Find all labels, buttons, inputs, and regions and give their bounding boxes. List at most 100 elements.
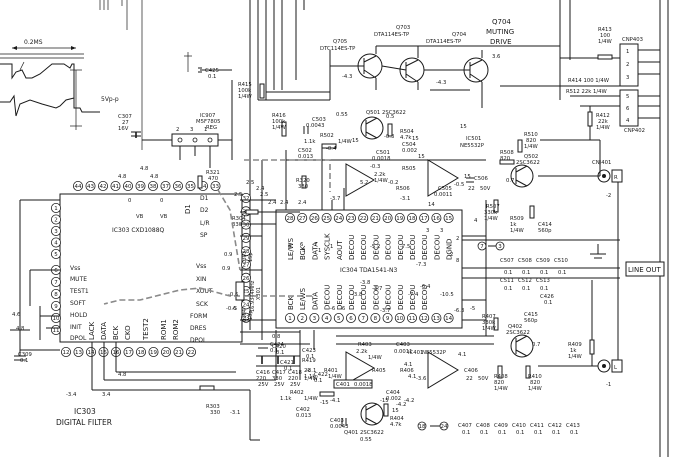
c426-ref: C426 xyxy=(540,294,554,300)
ic303-pin-d1: D1 xyxy=(200,195,209,202)
r401-ref: R401 xyxy=(324,368,338,374)
voltage-annotation-66: 14 xyxy=(428,202,435,208)
voltage-annotation-54: 15 xyxy=(392,408,399,414)
c426-capacitor: C426 0.1 xyxy=(540,294,554,306)
r507-value: 330k xyxy=(484,210,498,216)
r503-wattage: 1/4W xyxy=(374,178,389,184)
r504-value: 4.7k xyxy=(400,135,412,141)
ic303-pin-26: 26 xyxy=(243,276,250,282)
ic304-label-top-6: DECOU xyxy=(348,235,356,260)
ic303-pin-soft: SOFT xyxy=(70,300,86,307)
ic304-pin-27-marker xyxy=(297,212,308,223)
ic303-pin-30-marker xyxy=(240,219,251,230)
c502-capacitor: C502 0.013 xyxy=(298,148,313,160)
r409-ref: R409 xyxy=(568,342,582,348)
r419-wattage: 1/4W xyxy=(304,376,319,382)
c411-value: 0.1 xyxy=(534,430,542,436)
voltage-annotation-43: -4.2 xyxy=(404,398,414,404)
ic304-pin-14-marker xyxy=(443,312,454,323)
ic304-pin-8: 8 xyxy=(374,316,378,322)
voltage-annotation-64: -0.2 xyxy=(388,180,398,186)
ic304-pin-4-marker xyxy=(321,312,332,323)
ic303-pin-xin: XIN xyxy=(196,276,206,283)
c418-capacitor: C418 220 25V xyxy=(288,370,302,388)
c409-ref: C409 xyxy=(494,423,508,429)
voltage-annotation-32: -0.6 xyxy=(226,306,237,312)
ic303-pin-35: 35 xyxy=(187,184,194,190)
ic304-pin-21: 21 xyxy=(372,216,379,222)
ic401-opamp: IC401 NE5532P xyxy=(345,350,459,389)
c412-ref: C412 xyxy=(548,423,562,429)
cnp402-pin-6: 6 xyxy=(626,106,630,112)
voltage-annotation-11: 2.5 xyxy=(246,180,254,186)
node-markers: 18 24 7 3 xyxy=(417,241,505,431)
r409-wattage: 1/4W xyxy=(568,354,583,360)
r408-value: 820 xyxy=(494,380,505,386)
c304-value: 15p xyxy=(248,310,254,320)
voltage-annotation-46: 2.5 xyxy=(234,192,242,198)
c505-value: 0.0011 xyxy=(434,192,453,198)
c424-capacitor: C424 0.1 xyxy=(258,342,284,354)
voltage-annotation-62: -0.3 xyxy=(370,164,380,170)
c420-capacitor: C420 0.1 xyxy=(272,344,286,356)
ic303-pin-24-marker xyxy=(240,299,251,310)
ic303-pin-36: 36 xyxy=(175,184,182,190)
ic303-pin-28-marker xyxy=(240,246,251,257)
r413-resistor: R413 100 1/4W xyxy=(597,27,613,60)
waveform-amplitude-label: 5Vp-p xyxy=(101,96,119,103)
c403b-value: 0.0043 xyxy=(330,424,349,430)
cnj401-ref: CNJ401 xyxy=(592,160,611,166)
ic303-pin-22: 22 xyxy=(188,350,195,356)
ic303-pin-form: FORM xyxy=(190,313,208,320)
ic304-pin-19: 19 xyxy=(396,216,403,222)
ic304-label-top-7: DECOU xyxy=(360,235,368,260)
caps-mid-group: C507 C508 C509 C510 0.1 0.1 0.1 0.1 C511… xyxy=(500,258,568,292)
ic303-pin-rom1: ROM1 xyxy=(160,319,168,340)
r304-ref: R304 xyxy=(232,216,246,222)
r419-ref: R419 xyxy=(302,358,316,364)
ic304-pin-18-marker xyxy=(406,212,417,223)
r303-ref: R303 xyxy=(206,404,220,410)
c307-value: 27 xyxy=(122,120,129,126)
c506-ref: C506 xyxy=(474,176,488,182)
ic303-pin-20: 20 xyxy=(163,350,170,356)
c303-capacitor: C303 15p xyxy=(242,251,254,264)
c416-voltage: 25V xyxy=(258,382,269,388)
ic303-pin-34: 34 xyxy=(200,184,207,190)
q502-transistor: Q502 2SC3622 xyxy=(510,154,540,188)
line-out-label: LINE OUT xyxy=(628,266,661,274)
c505-capacitor: C505 0.0011 xyxy=(434,186,453,198)
voltage-annotation-39: -3.7 xyxy=(330,196,340,202)
q401-label: Q401 2SC3622 xyxy=(344,430,384,436)
ic401-part: NE5532P xyxy=(422,350,447,356)
ic303-pin-lack: LACK xyxy=(88,321,96,340)
voltage-annotation-30: -10.5 xyxy=(440,292,454,298)
ic501-part: NE5532P xyxy=(460,143,485,149)
cnp403-pin-3: 3 xyxy=(626,75,629,81)
ic303-pin-d1-top: D1 xyxy=(184,204,192,214)
r413-ref: R413 xyxy=(598,27,612,33)
voltage-annotation-13: 0.9 xyxy=(222,266,230,272)
c309-ref: C309 xyxy=(18,352,32,358)
r412-ref: R412 xyxy=(596,113,610,119)
c423-capacitor: C423 0.1 xyxy=(302,348,316,360)
c304-ref: C304 xyxy=(242,309,248,322)
ic304-pin-9: 9 xyxy=(386,316,390,322)
cnp402-ref: CNP402 xyxy=(624,128,645,134)
voltage-annotation-35: -5 xyxy=(232,306,237,312)
ic304-label-bottom-7: DECOU xyxy=(360,285,368,310)
voltage-annotation-18: -3.1 xyxy=(230,410,240,416)
q501-transistor: Q501 2SC3622 0.55 xyxy=(336,110,406,140)
ic304-pin-7: 7 xyxy=(361,316,365,322)
c406-ref: C406 xyxy=(464,368,478,374)
c403-value: 0.0011 xyxy=(394,349,413,355)
voltage-annotation-6: 4.8 xyxy=(118,372,127,378)
r502-wattage: 1/4W xyxy=(338,139,353,145)
voltage-annotation-78: 1 xyxy=(330,244,333,250)
r502-ref: R502 xyxy=(320,133,334,139)
c414-value: 560p xyxy=(538,228,552,234)
c501-value: 0.0018 xyxy=(372,156,391,162)
